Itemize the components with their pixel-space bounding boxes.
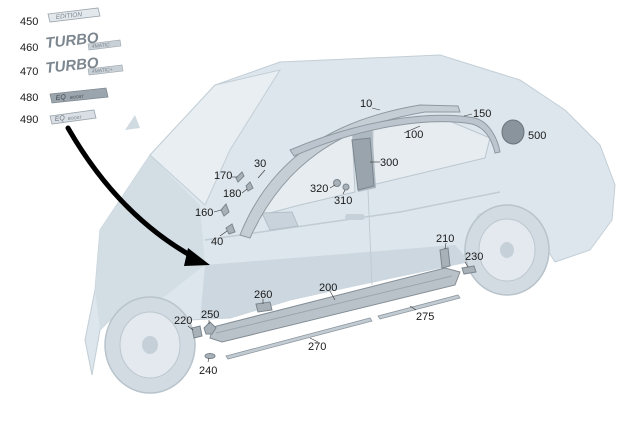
- door-line: [367, 189, 373, 286]
- roof-antenna: [125, 115, 140, 130]
- car-lower-side: [200, 245, 470, 320]
- part-210: [439, 247, 451, 269]
- badge-boost-light-text: BOOST: [68, 115, 83, 121]
- callout-320: 320: [310, 183, 328, 195]
- part-b-pillar-trim: [351, 137, 375, 191]
- callout-240: 240: [199, 365, 217, 377]
- badge-list: EDITION TURBO 4MATIC TURBO 4MATIC+ EQ BO…: [20, 7, 124, 126]
- badge-turbo-plus-text: TURBO: [45, 54, 100, 77]
- part-180: [245, 181, 254, 192]
- badge-location-arrow: [65, 125, 210, 266]
- callout-250: 250: [201, 309, 219, 321]
- badge-boost-text: BOOST: [70, 94, 85, 100]
- badge-turbo-4matic: TURBO 4MATIC: [45, 29, 122, 52]
- callout-300: 300: [380, 157, 398, 169]
- rocker-edge: [215, 275, 453, 334]
- callouts: 10 150 100 500 300 30 170 180 320 310 16…: [174, 98, 546, 377]
- callout-200: 200: [319, 282, 337, 294]
- callout-470: 470: [20, 66, 38, 78]
- part-strip-275: [377, 294, 461, 320]
- callout-160: 160: [195, 207, 213, 219]
- callout-260: 260: [254, 289, 272, 301]
- part-rocker-panel: [209, 267, 461, 343]
- part-strip-270: [225, 317, 373, 360]
- part-window-trim: [289, 114, 501, 157]
- windshield: [149, 69, 282, 206]
- callout-450: 450: [20, 16, 38, 28]
- callout-40: 40: [211, 236, 223, 248]
- front-wheel: [104, 296, 196, 394]
- callout-150: 150: [473, 108, 491, 120]
- callout-30: 30: [254, 158, 266, 170]
- part-240: [204, 353, 216, 359]
- side-crease: [204, 191, 501, 241]
- callout-170: 170: [214, 170, 232, 182]
- parts: [191, 104, 525, 360]
- part-260: [255, 301, 273, 313]
- badge-turbo-4matic-plus: TURBO 4MATIC+: [45, 54, 124, 77]
- callout-180: 180: [223, 188, 241, 200]
- callout-490: 490: [20, 114, 38, 126]
- callout-500: 500: [528, 130, 546, 142]
- callout-10: 10: [360, 98, 372, 110]
- badge-4matic-plus-text: 4MATIC+: [92, 67, 113, 75]
- badge-4matic-text: 4MATIC: [92, 42, 111, 50]
- badge-eq-light-text: EQ: [54, 115, 65, 123]
- badge-edition-text: EDITION: [55, 11, 82, 21]
- part-160: [220, 203, 230, 217]
- callout-275: 275: [416, 311, 434, 323]
- callout-270: 270: [308, 341, 326, 353]
- badge-turbo-text: TURBO: [45, 29, 100, 52]
- part-clip-320: [333, 179, 341, 187]
- part-170: [235, 171, 245, 183]
- part-230: [461, 265, 477, 275]
- callout-310: 310: [334, 195, 352, 207]
- rear-wheel: [464, 204, 550, 296]
- badge-eq-boost-dark: EQ BOOST: [49, 87, 109, 104]
- callout-100: 100: [405, 129, 423, 141]
- side-mirror: [261, 211, 299, 231]
- part-clip-310: [342, 183, 350, 191]
- badge-eq-text: EQ: [55, 94, 66, 102]
- badge-edition: EDITION: [47, 7, 101, 23]
- part-fuel-cap: [501, 119, 525, 145]
- door-handle: [345, 214, 365, 220]
- callout-220: 220: [174, 315, 192, 327]
- callout-460: 460: [20, 42, 38, 54]
- callout-480: 480: [20, 92, 38, 104]
- callout-210: 210: [436, 233, 454, 245]
- callout-230: 230: [465, 251, 483, 263]
- badge-eq-boost-light: EQ BOOST: [49, 109, 97, 125]
- part-40: [225, 223, 236, 235]
- part-220: [191, 325, 203, 339]
